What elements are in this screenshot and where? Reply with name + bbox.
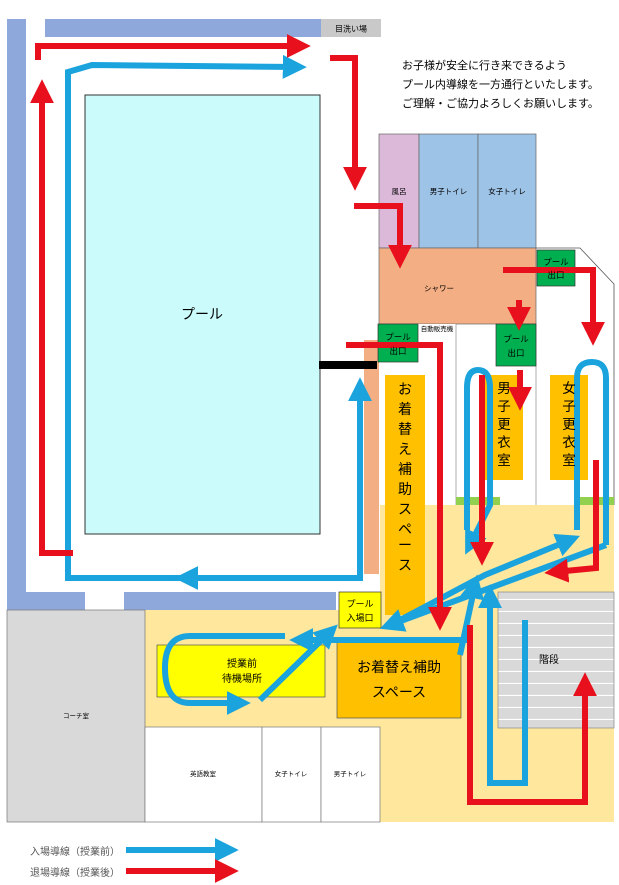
- pool-wall-left: [7, 19, 26, 610]
- exit-arrow-shower-right: [503, 267, 605, 346]
- pool-exit-mid-label-2: 出口: [507, 348, 524, 359]
- exit-arrow-to-shower: [354, 203, 412, 269]
- pool-exit-main-label-2: 出口: [389, 346, 406, 357]
- pool-exit-mid-label-1: プール: [503, 335, 529, 345]
- gate-bar: [319, 361, 377, 369]
- boys-4: 室: [497, 452, 511, 469]
- notice-text: お子様が安全に行き来できるよう プール内導線を一方通行といたします。 ご理解・ご…: [402, 56, 599, 113]
- exit-arrow-right-down: [330, 55, 367, 191]
- pool-wall-bottom-left: [7, 592, 85, 610]
- entry-arrow-girls-left: [379, 542, 608, 632]
- pool-entrance-label-2: 入場口: [346, 612, 373, 624]
- shower-area: [378, 247, 537, 325]
- pool: [84, 94, 321, 535]
- ca-v-6: ス: [398, 502, 412, 518]
- entry-arrow-corridor-up: [478, 584, 528, 786]
- waiting-label-1: 授業前: [227, 657, 257, 670]
- changing-assist-box: [336, 639, 462, 719]
- pool-entrance-label-1: プール: [346, 599, 373, 610]
- girls-0: 女: [562, 380, 576, 397]
- boys-changing-label: 男 子 更 衣 室: [497, 381, 511, 469]
- shower-label: シャワー: [424, 284, 454, 293]
- english-room-label: 英語教室: [190, 769, 217, 778]
- grass-strip-1: [456, 497, 500, 505]
- girls-2: 更: [562, 417, 576, 433]
- boys-3: 衣: [497, 435, 511, 451]
- ca-v-1: 着: [398, 402, 412, 418]
- entry-arrow-girls-u: [574, 358, 609, 545]
- mens-toilet-lower-label: 男子トイレ: [334, 770, 367, 778]
- changing-assist-box-label-2: スペース: [372, 685, 426, 701]
- entry-arrow-boys-u: [464, 366, 493, 555]
- building-outline-right: [536, 247, 615, 505]
- mens-toilet-upper-label: 男子トイレ: [430, 187, 468, 196]
- notice-line-1: お子様が安全に行き来できるよう: [402, 59, 567, 72]
- exit-arrow-top: [35, 34, 311, 60]
- mens-toilet-lower: [320, 726, 381, 823]
- womens-toilet-lower: [261, 726, 322, 823]
- ca-v-2: 替: [398, 422, 412, 438]
- bath-label: 風呂: [392, 187, 407, 196]
- pool-exit-sign-mid: [495, 323, 537, 367]
- girls-3: 衣: [562, 435, 576, 451]
- pool-label: プール: [181, 307, 223, 323]
- waiting-area: [156, 644, 326, 698]
- womens-toilet-lower-label: 女子トイレ: [275, 769, 308, 778]
- womens-toilet-upper-label: 女子トイレ: [488, 186, 526, 196]
- notice-line-2: プール内導線を一方通行といたします。: [402, 78, 599, 91]
- changing-assist-vertical: [385, 375, 425, 615]
- pool-exit-right-label-1: プール: [543, 258, 569, 268]
- girls-changing-label: 女 子 更 衣 室: [562, 380, 576, 469]
- ca-v-8: ー: [398, 538, 412, 554]
- shower-strip: [364, 340, 379, 574]
- vending-label: 自動販売機: [421, 324, 454, 333]
- exit-arrow-girls-down: [544, 460, 599, 583]
- boys-1: 子: [497, 399, 511, 415]
- legend-exit-label: 退場導線（授業後）: [30, 868, 120, 879]
- pool-wall-bottom-right: [124, 592, 336, 610]
- changing-assist-vertical-label: お 着 替 え 補 助 ス ペ ー ス: [398, 382, 412, 574]
- ca-v-0: お: [398, 382, 412, 398]
- girls-changing-room: [550, 375, 588, 480]
- exit-arrow-stairs: [467, 625, 597, 805]
- entry-arrow-waiting-u: [161, 633, 285, 715]
- entry-arrow-diag-lobby: [257, 624, 338, 703]
- ca-v-3: え: [398, 442, 412, 458]
- boys-2: 更: [497, 417, 511, 433]
- pool-exit-main-label-1: プール: [385, 333, 411, 343]
- legend-entry-label: 入場導線（授業前）: [30, 847, 120, 858]
- waiting-label-2: 待機場所: [222, 672, 262, 685]
- coach-room-label: コーチ室: [63, 711, 90, 720]
- ca-v-4: 補: [398, 462, 412, 478]
- exit-arrow-main-exit: [346, 342, 452, 631]
- ca-v-5: 助: [398, 482, 412, 498]
- exit-arrow-left-up: [30, 79, 73, 556]
- pool-wall-top: [45, 19, 321, 37]
- changing-assist-box-label-1: お着替え補助: [357, 660, 441, 676]
- stairs: [497, 591, 615, 729]
- pool-exit-right-label-2: 出口: [547, 270, 564, 281]
- ca-v-9: ス: [398, 558, 412, 574]
- womens-toilet-upper: [477, 133, 537, 249]
- girls-1: 子: [562, 399, 576, 415]
- notice-line-3: ご理解・ご協力よろしくお願いします。: [402, 97, 599, 110]
- pool-entrance-sign: [338, 591, 382, 629]
- entry-arrow-top: [65, 54, 307, 560]
- stairs-label: 階段: [539, 653, 559, 666]
- entry-arrow-diag-right: [398, 533, 580, 623]
- ca-v-7: ペ: [398, 522, 412, 538]
- foot-wash-label: 目洗い場: [335, 24, 367, 34]
- girls-4: 室: [562, 452, 576, 469]
- boys-0: 男: [497, 381, 511, 397]
- coach-room: [6, 609, 146, 823]
- foot-wash-area: [321, 19, 381, 37]
- english-room: [144, 726, 263, 823]
